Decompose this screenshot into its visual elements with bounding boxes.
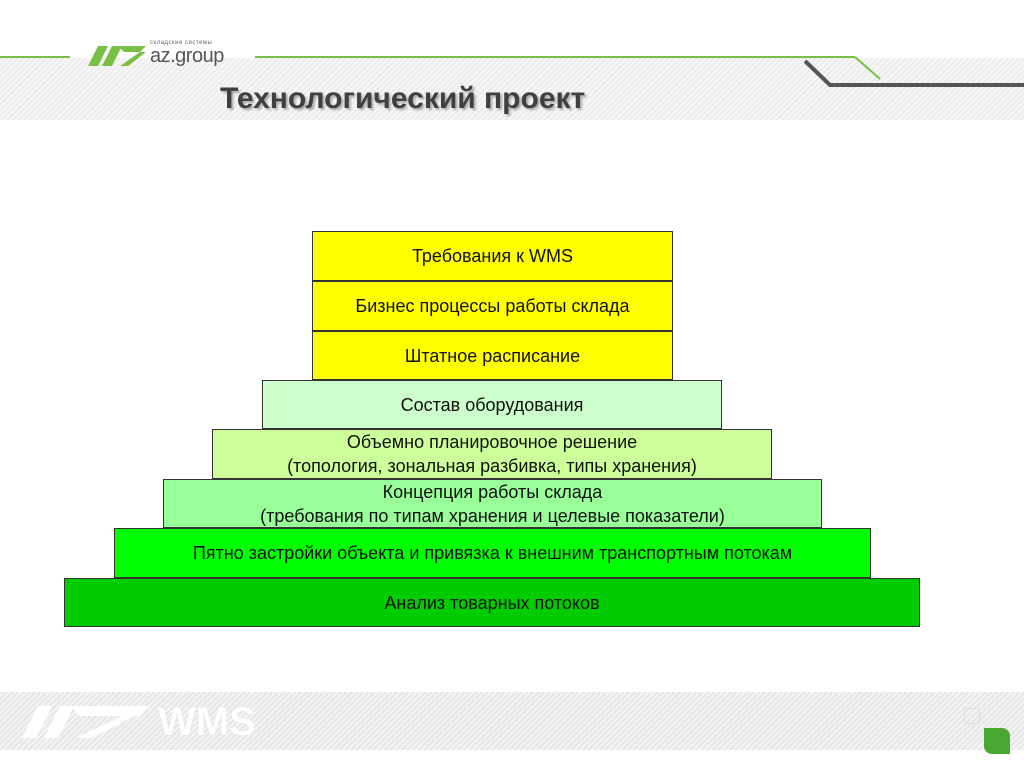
pyramid-tier-8: Анализ товарных потоков (64, 578, 920, 627)
footer-band (0, 692, 1024, 750)
pyramid-tier-1: Требования к WMS (312, 231, 673, 281)
pyramid-tier-5: Объемно планировочное решение (топология… (212, 429, 772, 479)
pyramid-tier-4: Состав оборудования (262, 380, 722, 429)
pyramid-tier-3: Штатное расписание (312, 331, 673, 380)
pyramid-tier-6: Концепция работы склада (требования по т… (163, 479, 822, 528)
header-rule-left (0, 56, 70, 58)
page-title: Технологический проект (220, 82, 586, 115)
corner-outline (964, 708, 980, 724)
footer-az-logo-icon (22, 706, 150, 738)
footer-wms-text: WMS (158, 700, 256, 744)
corner-square (984, 728, 1010, 754)
pyramid-tier-2: Бизнес процессы работы склада (312, 281, 673, 331)
logo-text: az.group (150, 45, 224, 67)
logo-subtitle: складские системы (150, 40, 213, 46)
pyramid-tier-7: Пятно застройки объекта и привязка к вне… (114, 528, 871, 578)
header-rule-right (255, 56, 855, 58)
header-band (0, 58, 1024, 120)
header-decoration-icon (803, 56, 1024, 87)
az-logo-icon (88, 46, 146, 66)
